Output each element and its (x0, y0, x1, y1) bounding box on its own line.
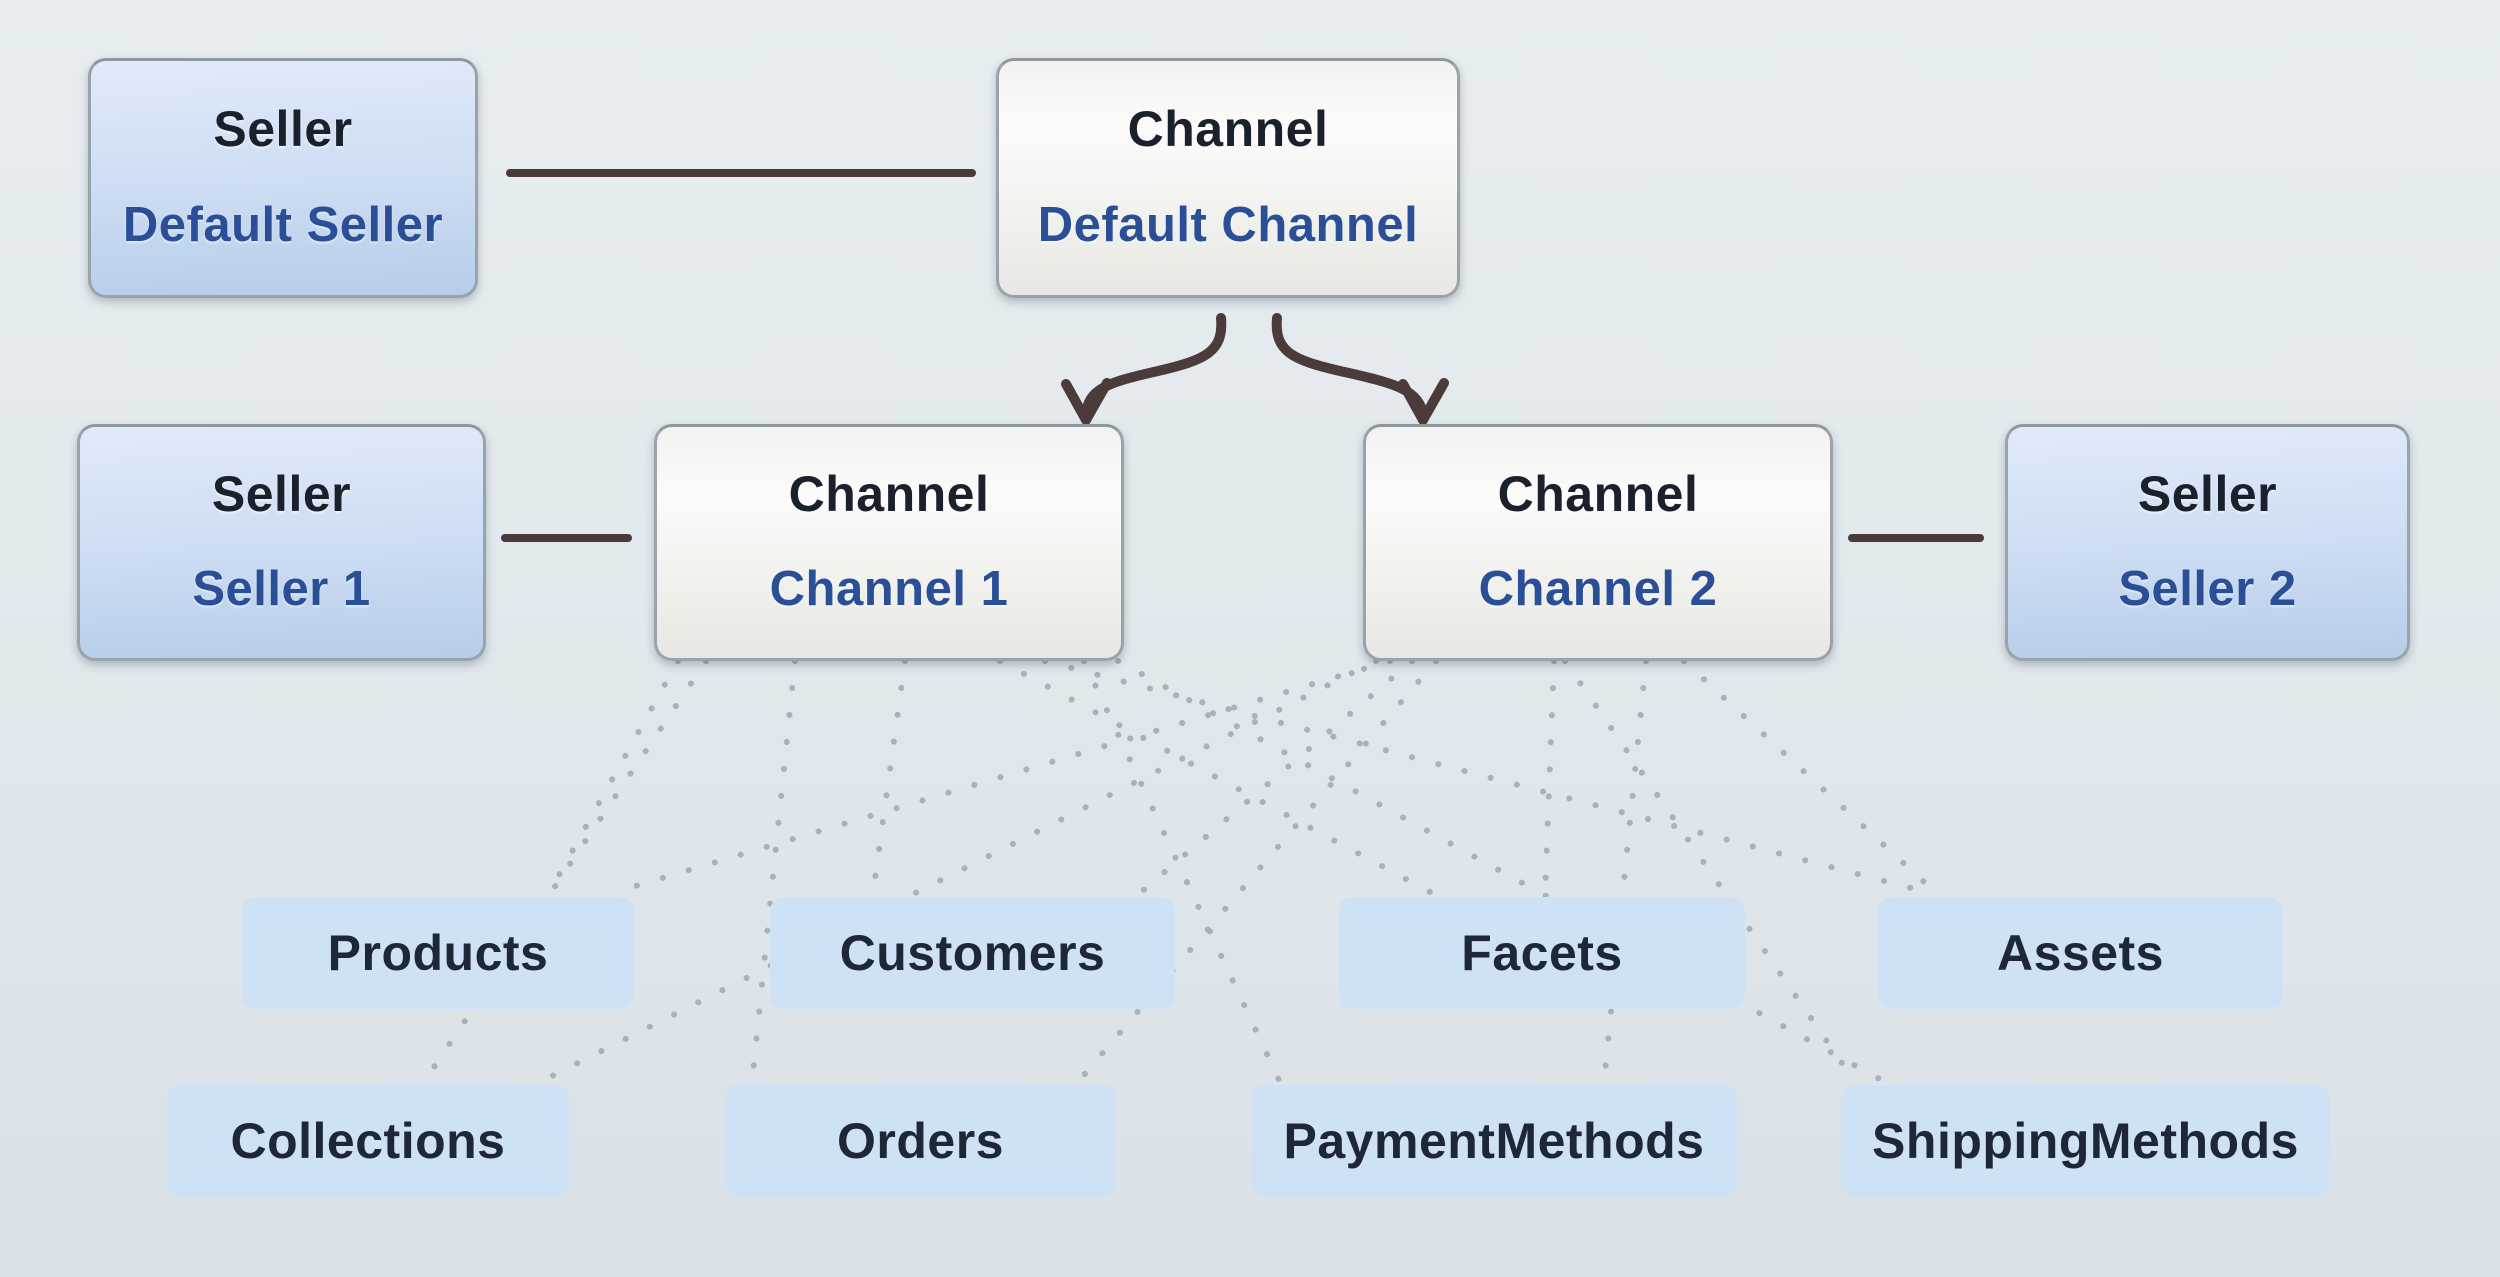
arrow-default-channel-to-channel2-head (1418, 378, 1449, 425)
arrow-default-channel-to-channel1 (1081, 313, 1227, 421)
box-default-channel-type: Channel (1127, 100, 1329, 157)
arrow-default-channel-to-channel2 (1271, 313, 1428, 421)
box-channel-1: Channel Channel 1 (654, 424, 1124, 661)
link-channel1-shippingmethods (1115, 658, 1888, 1085)
entity-products-label: Products (327, 925, 549, 981)
entity-assets-label: Assets (1997, 925, 2164, 981)
box-default-seller-name: Default Seller (122, 197, 444, 252)
arrow-default-channel-to-channel2-head (1398, 379, 1428, 425)
arrow-default-channel-to-channel1-head (1061, 379, 1091, 425)
entity-collections: Collections (167, 1085, 569, 1197)
link-channel1-products (546, 658, 681, 896)
box-seller-1: Seller Seller 1 (77, 424, 486, 661)
entity-assets: Assets (1878, 897, 2283, 1009)
link-channel2-customers (1137, 658, 1415, 896)
entity-collections-label: Collections (230, 1113, 506, 1169)
entity-products: Products (242, 897, 634, 1009)
box-channel-2-type: Channel (1497, 465, 1699, 522)
box-channel-1-name: Channel 1 (769, 561, 1009, 616)
arrow-default-channel-to-channel1-head (1081, 378, 1112, 425)
box-seller-1-name: Seller 1 (192, 561, 371, 616)
link-channel2-shippingmethods (1562, 658, 1858, 1085)
box-default-seller: Seller Default Seller (88, 58, 478, 298)
box-seller-2: Seller Seller 2 (2005, 424, 2410, 661)
box-channel-2: Channel Channel 2 (1363, 424, 1833, 661)
entity-orders: Orders (725, 1085, 1116, 1197)
link-channel1-facets (997, 658, 1435, 896)
link-channel2-facets (1542, 658, 1557, 896)
link-channel2-collections (537, 658, 1379, 1085)
entity-customers-label: Customers (839, 925, 1106, 981)
entity-paymentmethods: PaymentMethods (1251, 1085, 1737, 1197)
link-channel2-paymentmethods (1601, 658, 1649, 1085)
box-seller-2-type: Seller (2137, 465, 2278, 522)
entity-facets: Facets (1339, 897, 1745, 1009)
link-channel1-collections (421, 658, 709, 1085)
entity-shippingmethods-label: ShippingMethods (1872, 1113, 2299, 1169)
entity-orders-label: Orders (837, 1113, 1004, 1169)
box-seller-1-type: Seller (211, 465, 352, 522)
box-default-seller-type: Seller (213, 100, 353, 157)
box-channel-1-type: Channel (788, 465, 990, 522)
entity-facets-label: Facets (1461, 925, 1623, 981)
link-channel1-orders (749, 658, 798, 1085)
box-channel-2-name: Channel 2 (1478, 561, 1718, 616)
link-channel2-assets (1681, 658, 1939, 896)
box-seller-2-name: Seller 2 (2118, 561, 2297, 616)
link-channel1-customers (870, 658, 908, 896)
entity-paymentmethods-label: PaymentMethods (1283, 1113, 1705, 1169)
link-channel2-products (609, 658, 1393, 896)
link-channel2-orders (1075, 658, 1439, 1085)
box-default-channel: Channel Default Channel (996, 58, 1460, 298)
entity-shippingmethods: ShippingMethods (1841, 1085, 2330, 1197)
entity-customers: Customers (770, 897, 1175, 1009)
box-default-channel-name: Default Channel (1037, 197, 1419, 252)
